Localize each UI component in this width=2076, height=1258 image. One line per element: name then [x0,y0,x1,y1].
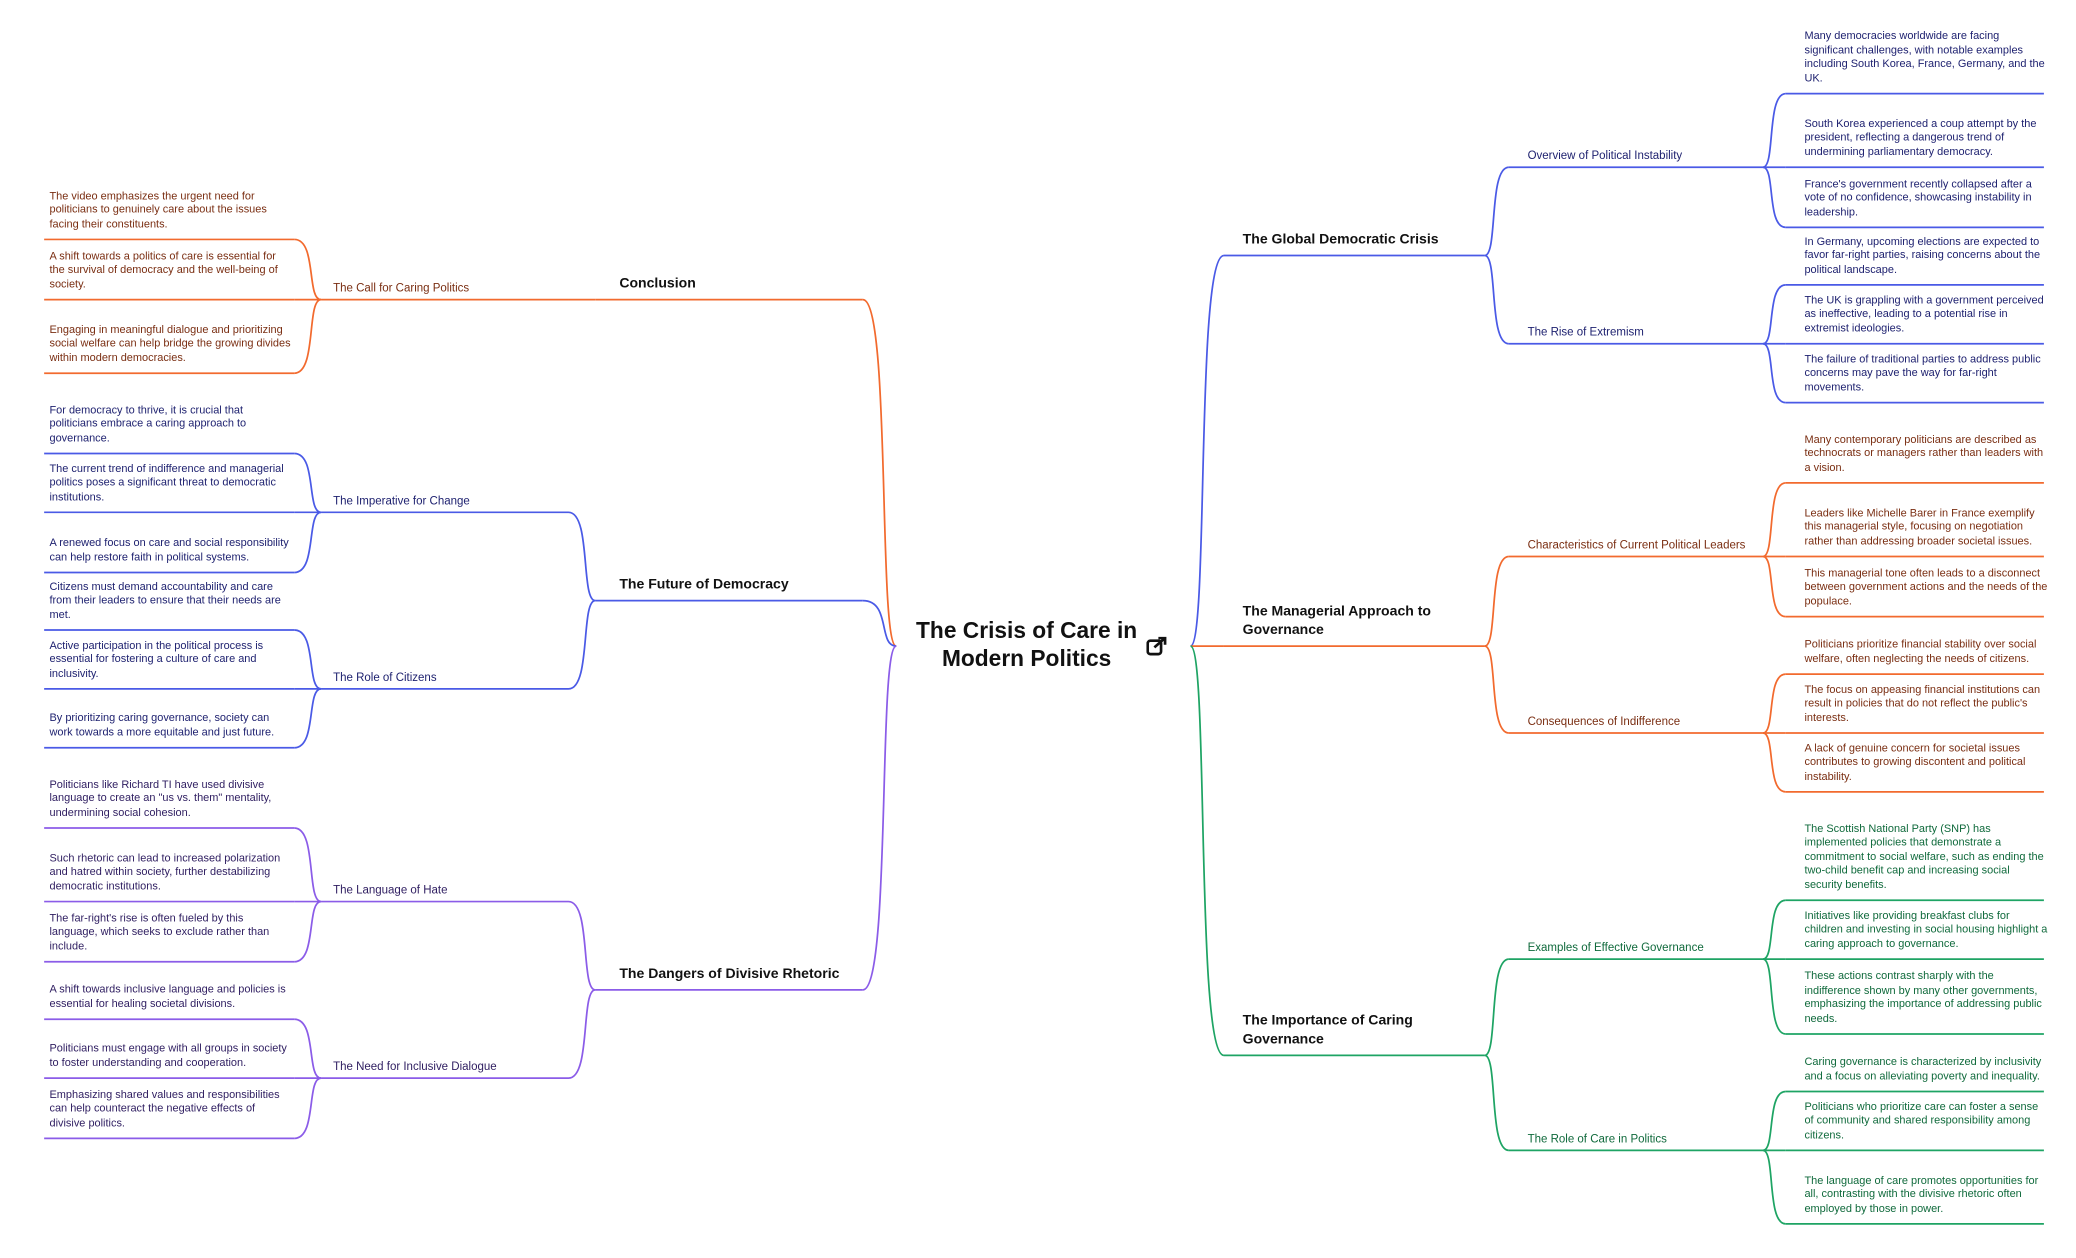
leaf-connector [294,1077,322,1140]
leaf-note[interactable]: Many democracies worldwide are facing si… [1804,29,2045,84]
subtopic-connector [1484,166,1510,257]
subtopic[interactable]: Consequences of Indifference [1527,714,1681,728]
leaf-connector [1762,732,1786,793]
leaf-note[interactable]: These actions contrast sharply with the … [1804,970,2042,1025]
leaf-note[interactable]: Emphasizing shared values and responsibi… [49,1088,280,1129]
main-topic[interactable]: The Dangers of Divisive Rhetoric [619,965,840,982]
main-topic[interactable]: The Future of Democracy [619,576,789,593]
leaf-note[interactable]: Citizens must demand accountability and … [49,580,281,621]
leaf-note[interactable]: Leaders like Michelle Barer in France ex… [1804,506,2035,547]
subtopic-connector [1484,645,1510,734]
leaf-note[interactable]: For democracy to thrive, it is crucial t… [49,403,247,444]
leaf-note[interactable]: France's government recently collapsed a… [1804,177,2032,218]
leaf-note[interactable]: In Germany, upcoming elections are expec… [1804,235,2041,276]
leaf-note[interactable]: The Scottish National Party (SNP) has im… [1804,822,2044,891]
leaf-note[interactable]: South Korea experienced a coup attempt b… [1804,117,2037,158]
leaf-note[interactable]: Such rhetoric can lead to increased pola… [49,851,281,892]
leaf-note[interactable]: A shift towards inclusive language and p… [49,983,286,1010]
leaf-note[interactable]: Initiatives like providing breakfast clu… [1804,909,2048,950]
leaf-connector [294,298,322,375]
leaf-note[interactable]: A shift towards a politics of care is es… [49,249,278,290]
leaf-note[interactable]: Engaging in meaningful dialogue and prio… [49,323,291,364]
branch-connector [862,645,898,991]
leaf-connector [294,238,322,301]
branch-connector [1189,254,1225,647]
leaf-connector [294,688,322,749]
leaf-connector [1762,1149,1786,1225]
leaf-note[interactable]: Politicians must engage with all groups … [49,1042,287,1069]
leaf-note[interactable]: The language of care promotes opportunit… [1804,1174,2039,1215]
leaf-note[interactable]: Caring governance is characterized by in… [1804,1055,2042,1082]
main-topic[interactable]: The Managerial Approach to Governance [1242,603,1431,639]
leaf-connector [294,511,322,574]
subtopic[interactable]: The Rise of Extremism [1527,325,1644,339]
main-topic[interactable]: The Global Democratic Crisis [1242,231,1439,248]
leaf-connector [1762,482,1786,558]
leaf-note[interactable]: Politicians prioritize financial stabili… [1804,638,2037,665]
subtopic-connector [568,900,596,991]
leaf-note[interactable]: The far-right's rise is often fueled by … [49,911,270,952]
leaf-connector [1762,284,1786,345]
subtopic[interactable]: The Role of Care in Politics [1527,1131,1667,1146]
subtopic[interactable]: Characteristics of Current Political Lea… [1527,537,1746,552]
leaf-note[interactable]: The UK is grappling with a government pe… [1804,293,2044,334]
subtopic-connector [1484,254,1510,345]
leaf-connector [294,629,322,690]
subtopic[interactable]: The Call for Caring Politics [333,280,470,295]
leaf-note[interactable]: Politicians who prioritize care can fost… [1804,1100,2039,1141]
leaf-note[interactable]: A renewed focus on care and social respo… [49,536,289,563]
leaf-note[interactable]: The focus on appeasing financial institu… [1804,683,2041,724]
leaf-connector [1762,166,1786,229]
subtopic-connector [568,599,596,690]
leaf-note[interactable]: A lack of genuine concern for societal i… [1804,742,2026,782]
subtopic-connector [568,511,596,602]
branch-connector [862,599,897,647]
leaf-connector [1762,92,1786,169]
leaf-note[interactable]: The failure of traditional parties to ad… [1804,352,2041,393]
leaf-note[interactable]: Politicians like Richard TI have used di… [49,778,272,819]
leaf-connector [1762,342,1786,404]
leaf-connector [1762,673,1786,734]
main-topic[interactable]: The Importance of Caring Governance [1242,1012,1413,1048]
subtopic-connector [1484,555,1510,647]
subtopic-connector [568,988,596,1079]
subtopic[interactable]: Examples of Effective Governance [1527,940,1704,954]
subtopic[interactable]: The Need for Inclusive Dialogue [333,1059,497,1073]
leaf-note[interactable]: The video emphasizes the urgent need for… [49,189,267,230]
leaf-note[interactable]: Many contemporary politicians are descri… [1804,433,2044,473]
leaf-connector [294,1018,322,1079]
main-topic[interactable]: Conclusion [619,275,696,292]
branch-connector [862,298,898,647]
leaf-note[interactable]: By prioritizing caring governance, socie… [49,711,275,738]
subtopic[interactable]: The Language of Hate [333,882,448,897]
external-link-icon[interactable] [1146,636,1167,656]
subtopic[interactable]: The Role of Citizens [333,670,437,684]
leaf-connector [1762,958,1786,1035]
leaf-connector [1762,555,1786,618]
leaf-note[interactable]: This managerial tone often leads to a di… [1804,566,2048,607]
subtopic-connector [1484,958,1510,1057]
leaf-note[interactable]: Active participation in the political pr… [49,639,264,679]
subtopic[interactable]: Overview of Political Instability [1527,148,1683,162]
leaf-connector [1762,1090,1786,1152]
leaf-connector [294,827,322,903]
leaf-connector [294,900,322,963]
branch-connector [1189,645,1225,1057]
leaf-note[interactable]: The current trend of indifference and ma… [49,462,284,503]
leaf-connector [1762,899,1786,960]
subtopic[interactable]: The Imperative for Change [333,493,470,507]
subtopic-connector [1484,1054,1510,1152]
leaf-connector [294,452,322,514]
root-topic[interactable]: The Crisis of Care in Modern Politics [916,617,1138,672]
